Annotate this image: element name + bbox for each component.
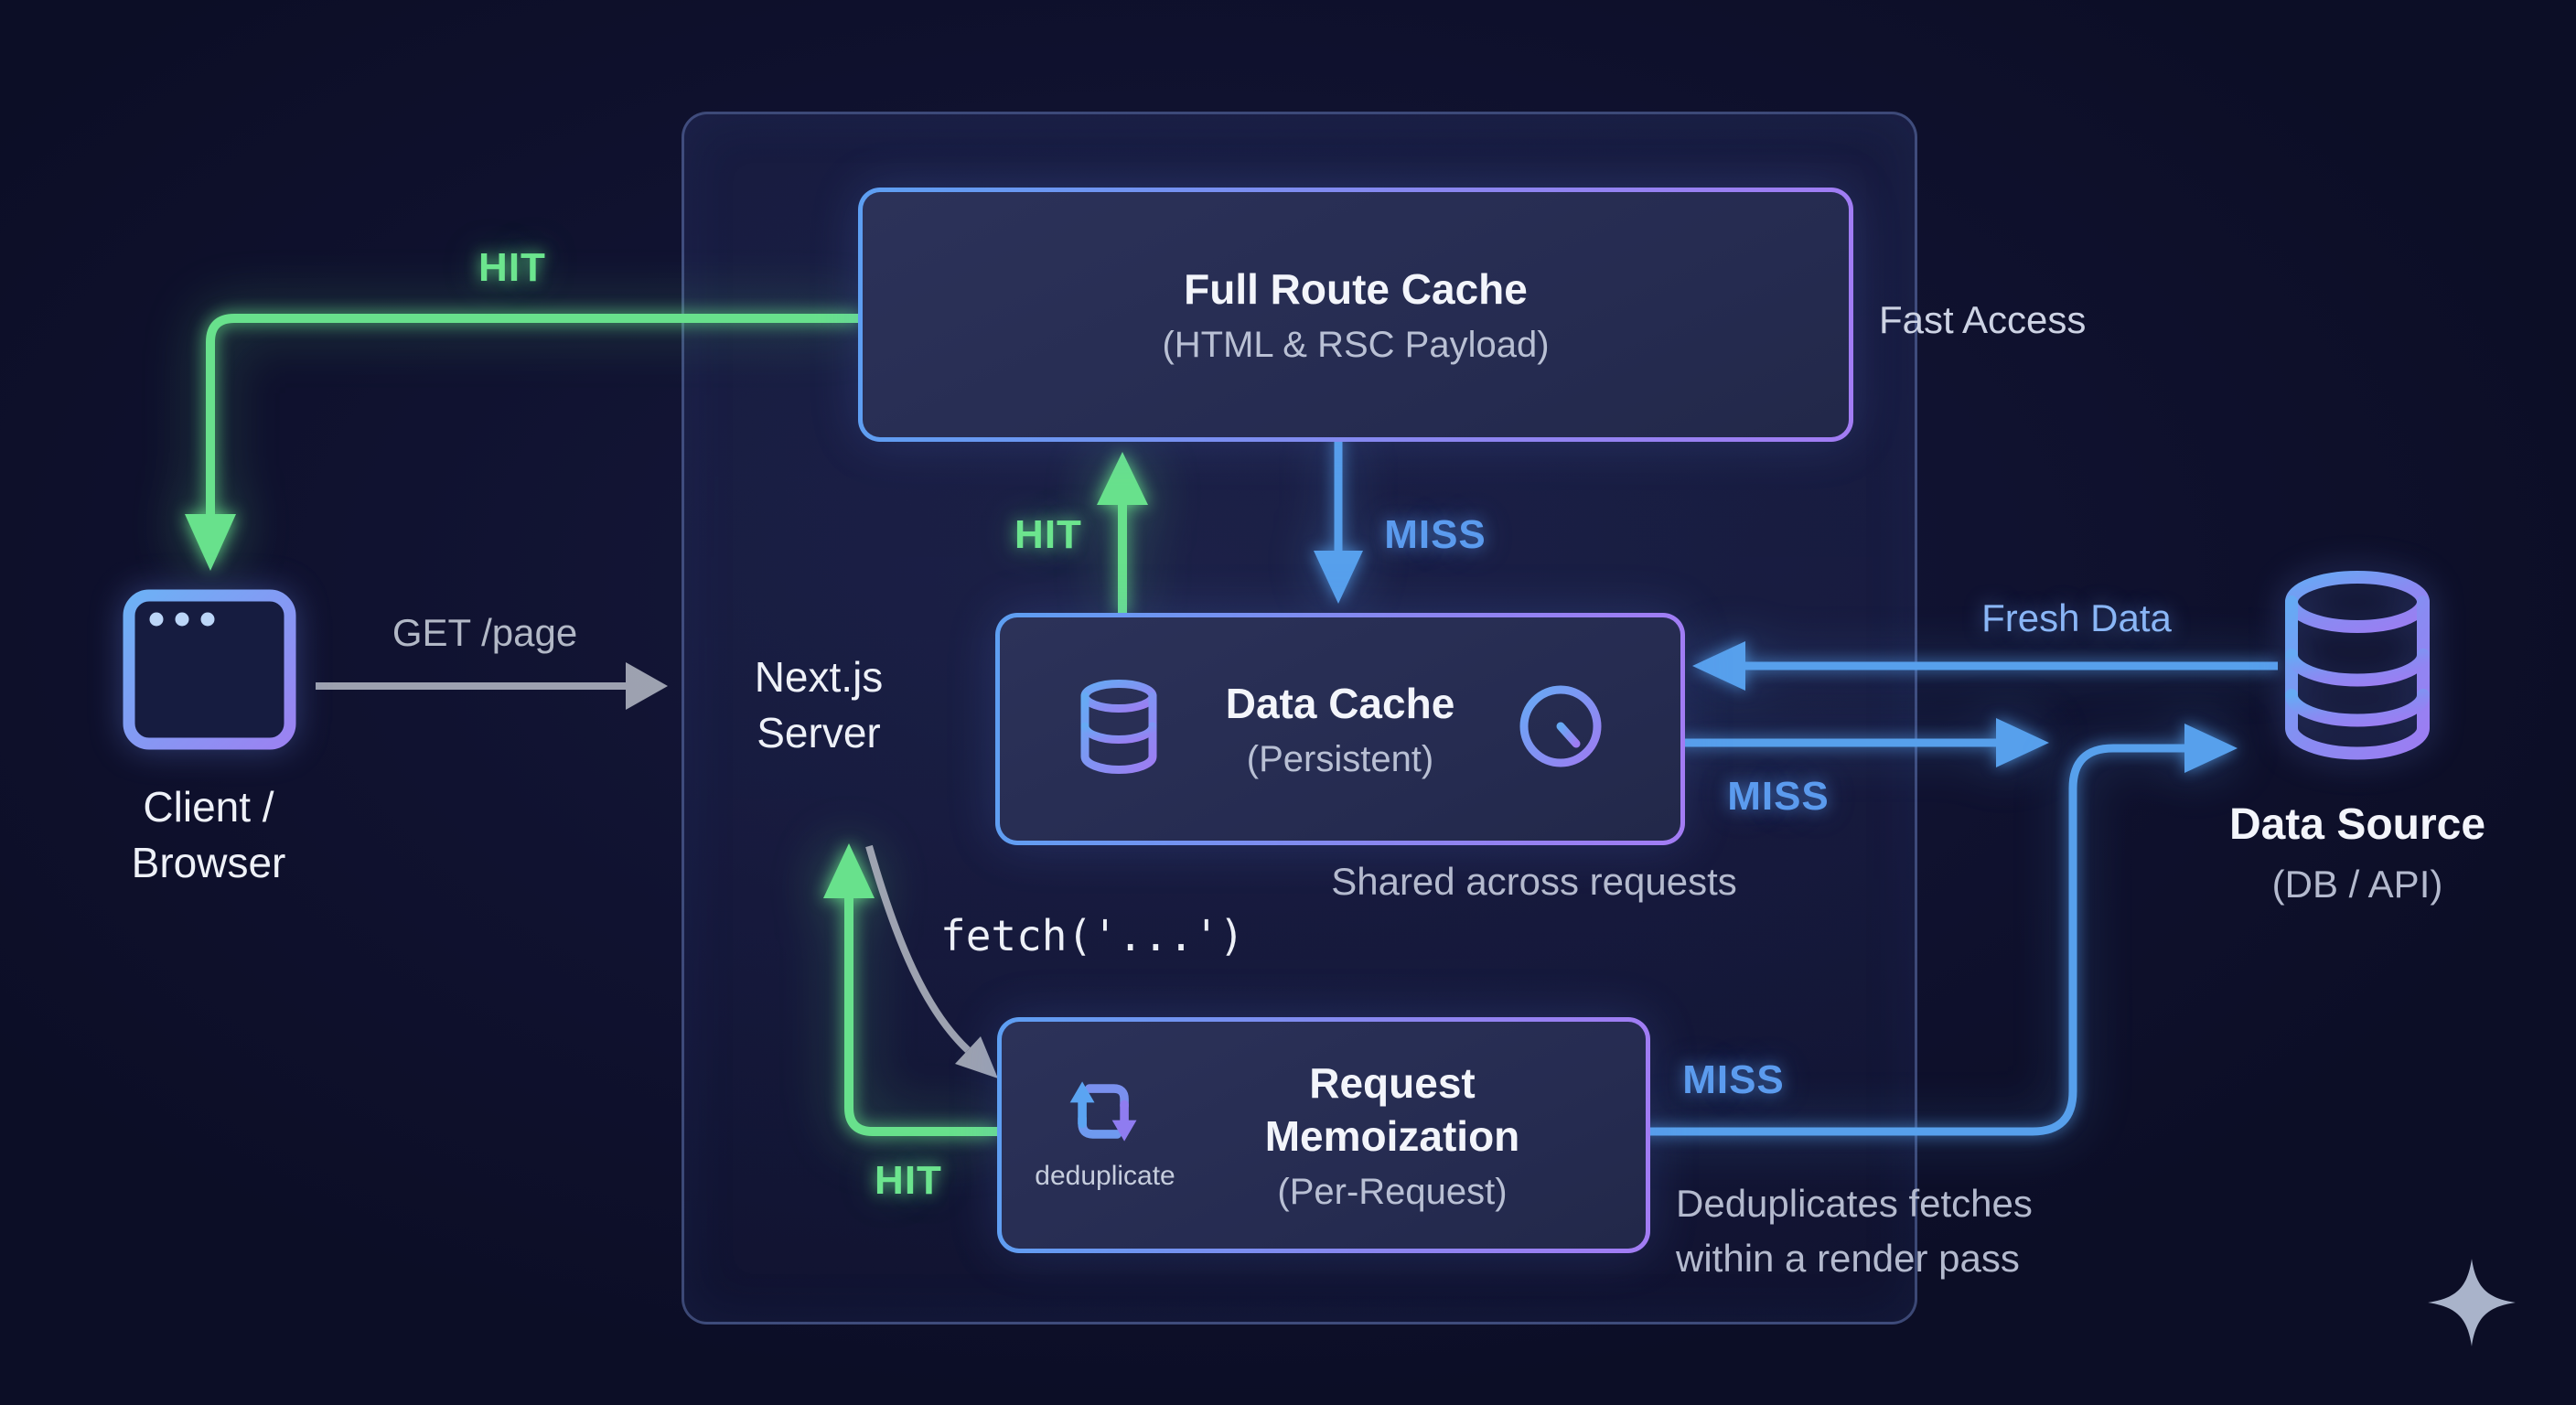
deduplicate-caption: deduplicate (1035, 1161, 1175, 1191)
sparkle-icon (2428, 1259, 2516, 1346)
database-icon (1080, 680, 1157, 775)
deduplicate-icon-block: deduplicate (1035, 1069, 1175, 1192)
full-route-cache-node: Full Route Cache (HTML & RSC Payload) (858, 188, 1853, 442)
hit-full-route-label: HIT (1014, 512, 1082, 557)
fast-access-label: Fast Access (1879, 298, 2087, 341)
miss-data-cache-label: MISS (1727, 774, 1830, 819)
fresh-data-label: Fresh Data (1981, 596, 2172, 639)
data-cache-title: Data Cache (1225, 679, 1455, 727)
miss-memoization-label: MISS (1682, 1057, 1785, 1102)
request-memoization-title-line2: Memoization (1264, 1111, 1520, 1160)
fetch-call-label: fetch('...') (940, 911, 1245, 960)
client-browser-label: Client / Browser (132, 779, 286, 890)
repeat-icon (1069, 1081, 1137, 1142)
nextjs-server-label: Next.js Server (755, 649, 884, 760)
data-source-database-icon (2285, 571, 2430, 760)
shared-across-requests-label: Shared across requests (1331, 860, 1737, 903)
request-memoization-title-line1: Request (1309, 1059, 1476, 1107)
deduplicates-note-line2: within a render pass (1676, 1236, 2020, 1280)
browser-window-icon (123, 589, 296, 750)
get-page-label: GET /page (392, 611, 578, 654)
full-route-cache-subtitle: (HTML & RSC Payload) (1162, 325, 1550, 366)
client-label-line2: Browser (131, 838, 286, 886)
data-source-label: Data Source (DB / API) (2229, 799, 2485, 906)
data-source-subtitle: (DB / API) (2271, 863, 2443, 906)
nextjs-server-label-line2: Server (757, 708, 881, 756)
request-memoization-subtitle: (Per-Request) (1277, 1172, 1508, 1212)
request-memoization-node: deduplicate Request Memoization (Per-Req… (997, 1017, 1650, 1253)
data-cache-text: Data Cache (Persistent) (1226, 678, 1455, 781)
deduplicates-note: Deduplicates fetches within a render pas… (1676, 1176, 2033, 1285)
miss-full-route-label: MISS (1384, 512, 1487, 557)
data-cache-node: Data Cache (Persistent) (995, 613, 1685, 845)
request-memoization-text: Request Memoization (Per-Request) (1265, 1057, 1520, 1213)
data-source-title: Data Source (2228, 800, 2486, 849)
hit-memoization-label: HIT (875, 1158, 942, 1203)
data-cache-subtitle: (Persistent) (1246, 739, 1434, 780)
nextjs-server-label-line1: Next.js (754, 653, 884, 701)
clock-icon (1519, 685, 1602, 767)
full-route-cache-title: Full Route Cache (1184, 264, 1528, 313)
get-page-arrow (316, 662, 668, 710)
deduplicates-note-line1: Deduplicates fetches (1676, 1182, 2033, 1225)
hit-client-label: HIT (478, 245, 546, 290)
client-label-line1: Client / (143, 783, 274, 831)
